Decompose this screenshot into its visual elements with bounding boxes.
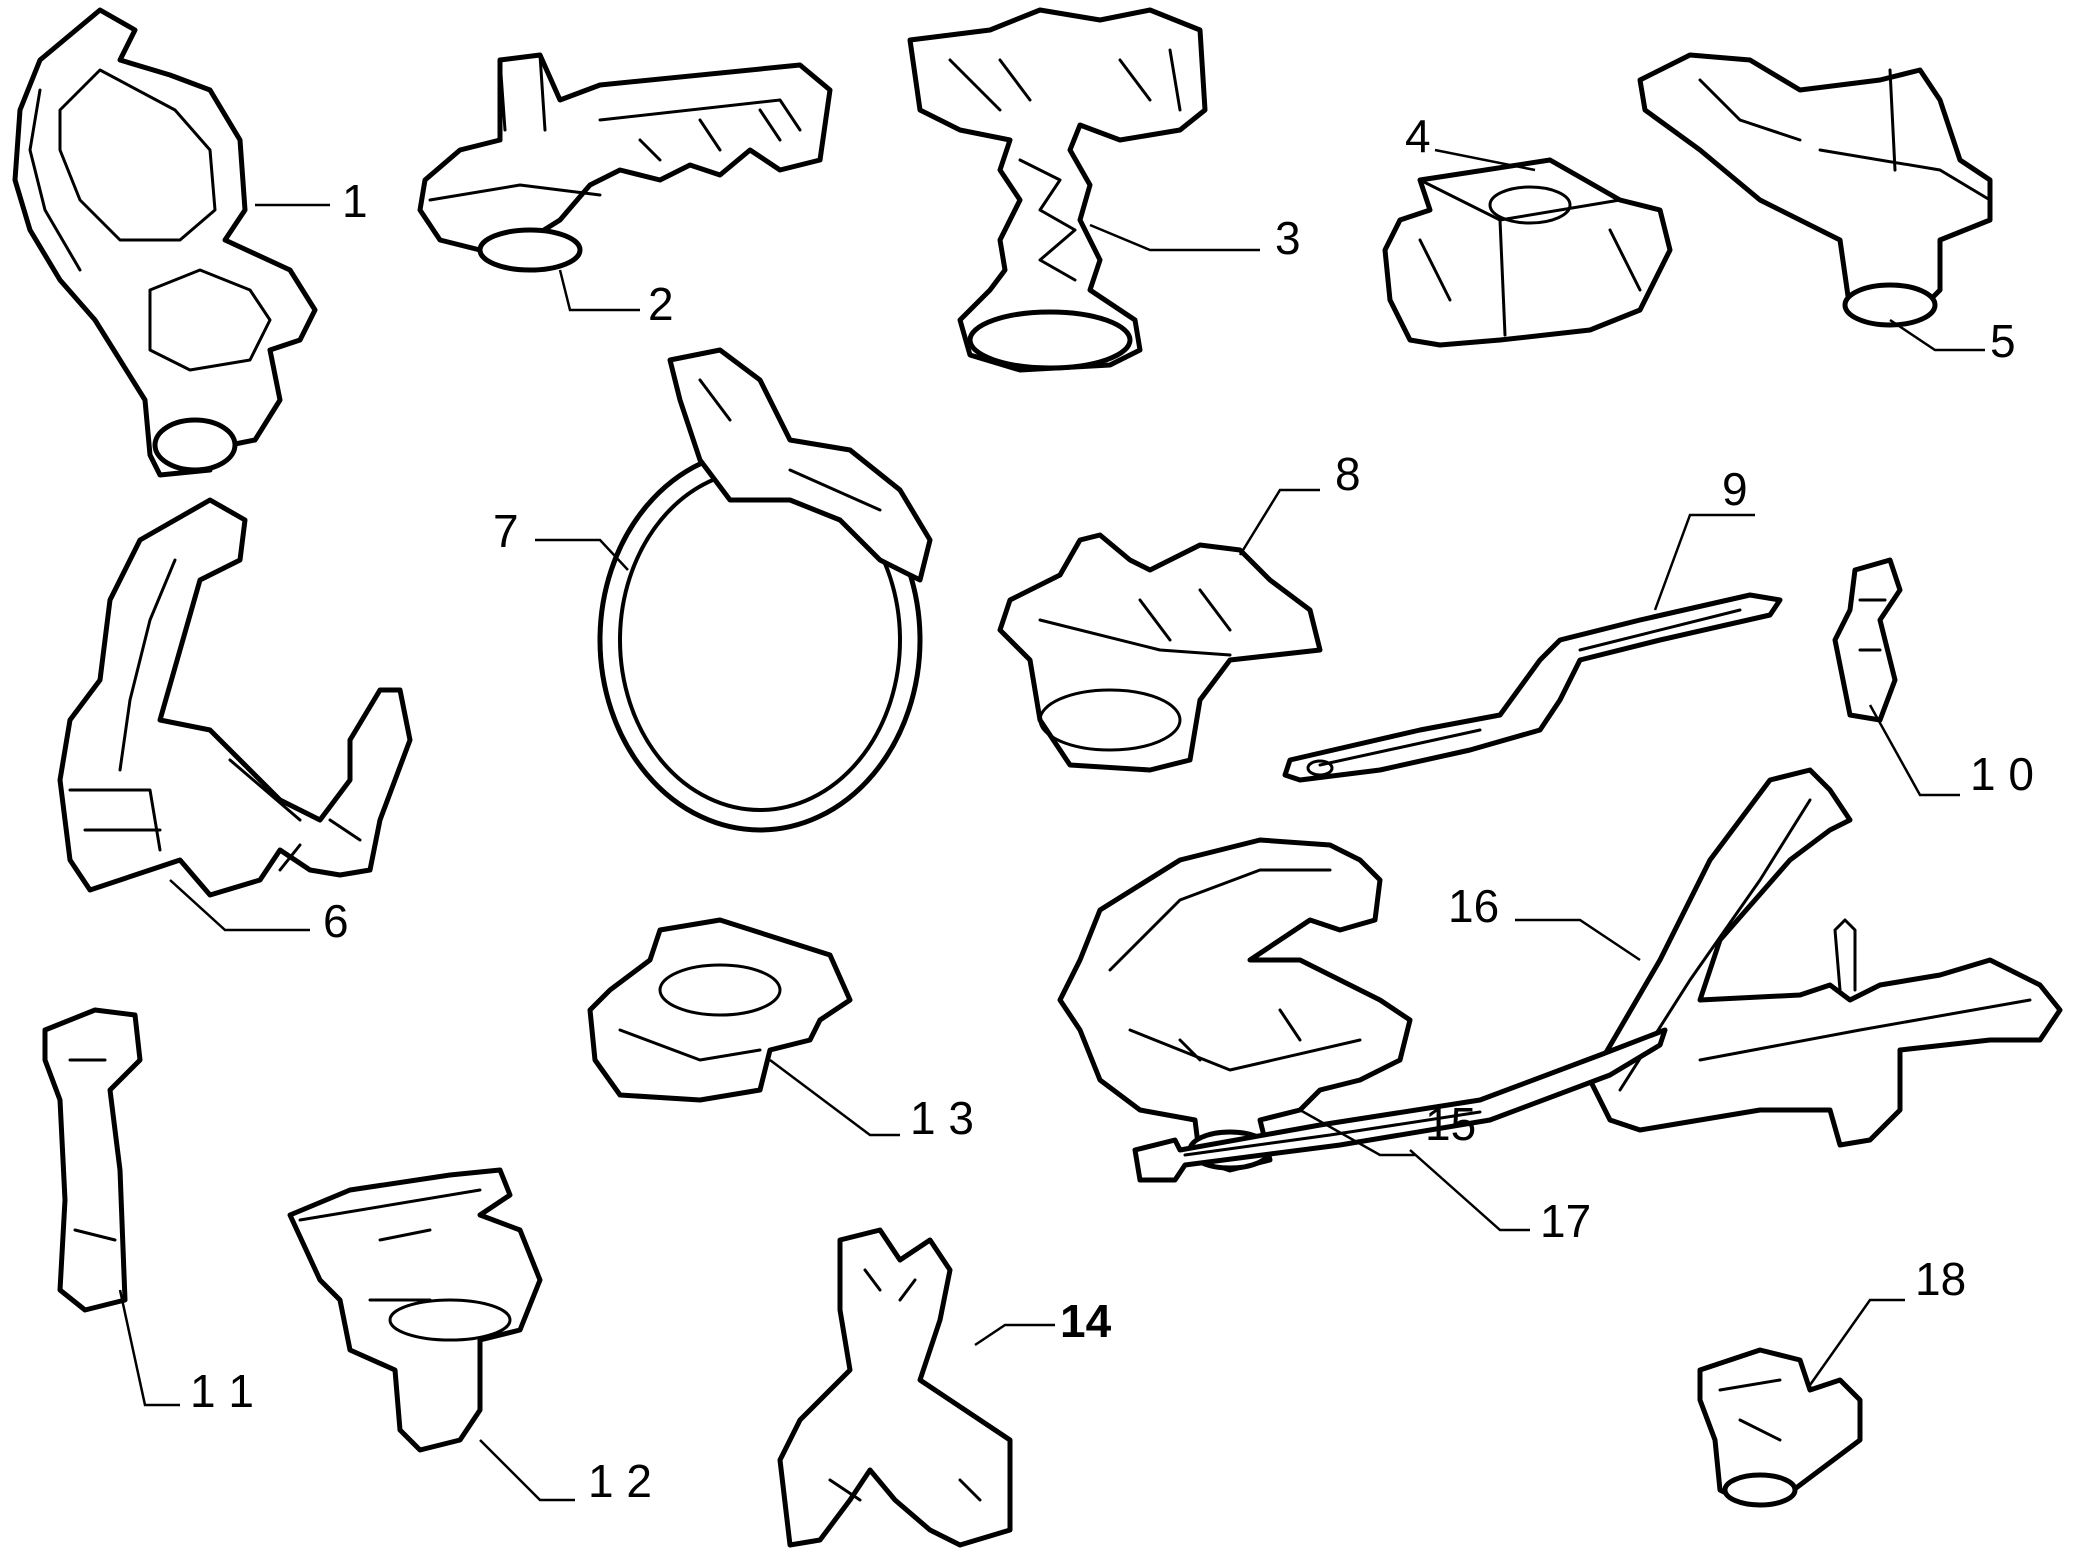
- part-16-clip: [1587, 767, 2063, 1148]
- part-6-clip: [57, 497, 413, 898]
- callout-14: 14: [1060, 1295, 1112, 1347]
- callout-5: 5: [1990, 315, 2016, 367]
- callouts: 1 2 3 4 5 6 7 8 9 1 0 1 1 1 2 1 3 14 15 …: [190, 110, 2034, 1507]
- callout-10: 1 0: [1970, 748, 2034, 800]
- part-2-clip: [417, 52, 833, 273]
- part-1-clip: [12, 7, 318, 478]
- callout-16: 16: [1448, 880, 1499, 932]
- part-14-clip: [777, 1227, 1013, 1548]
- callout-11: 1 1: [190, 1365, 254, 1417]
- leader-lines: [118, 203, 1985, 1502]
- callout-9: 9: [1722, 463, 1748, 515]
- part-17-cable-tie: [1132, 1027, 1668, 1183]
- callout-6: 6: [323, 895, 349, 947]
- part-13-clip: [587, 917, 853, 1103]
- part-12-clip: [287, 1167, 543, 1453]
- callout-1: 1: [342, 175, 368, 227]
- callout-17: 17: [1540, 1195, 1591, 1247]
- callout-12: 1 2: [588, 1455, 652, 1507]
- part-7-ring-clamp: [597, 347, 933, 833]
- callout-2: 2: [648, 278, 674, 330]
- callout-8: 8: [1335, 448, 1361, 500]
- part-18-clip: [1697, 1347, 1863, 1508]
- callout-7: 7: [493, 505, 519, 557]
- part-9-strap: [1282, 592, 1783, 783]
- callout-3: 3: [1275, 212, 1301, 264]
- part-10-clip: [1832, 557, 1903, 723]
- callout-15: 15: [1425, 1098, 1476, 1150]
- part-3-clip: [907, 7, 1208, 373]
- callout-18: 18: [1915, 1253, 1966, 1305]
- part-4-clip: [1382, 148, 1673, 348]
- part-5-clip: [1637, 52, 1993, 328]
- callout-13: 1 3: [910, 1092, 974, 1144]
- part-11-clip: [42, 1007, 143, 1313]
- part-8-clip: [997, 532, 1323, 773]
- callout-4: 4: [1405, 110, 1431, 162]
